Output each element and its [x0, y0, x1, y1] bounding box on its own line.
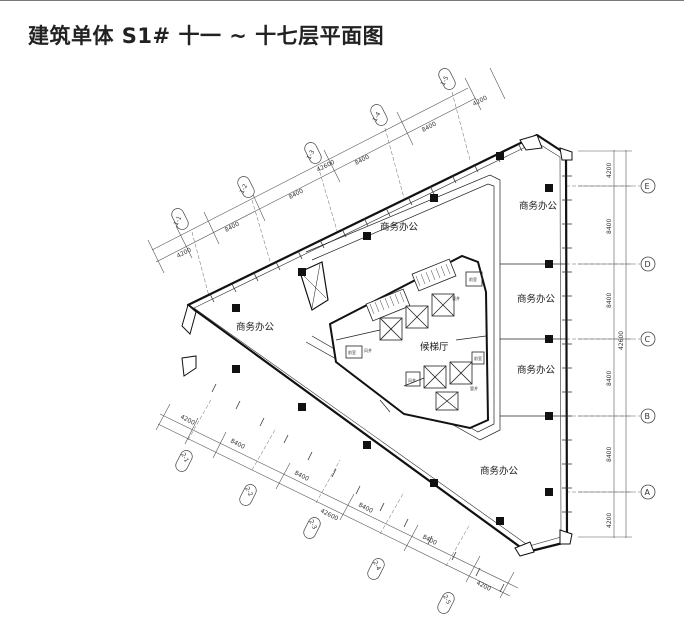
svg-text:8400: 8400 — [606, 447, 613, 462]
svg-text:8400: 8400 — [606, 219, 613, 234]
svg-text:8400: 8400 — [224, 221, 241, 234]
room-office-e1: 商务办公 — [519, 200, 558, 212]
svg-text:42600: 42600 — [319, 508, 339, 523]
room-office-west: 商务办公 — [236, 321, 275, 333]
svg-text:8400: 8400 — [293, 470, 310, 483]
svg-text:A: A — [645, 488, 651, 497]
south-axis-labels: 2-1 2-2 2-3 2-4 2-5 — [179, 452, 452, 606]
svg-text:D: D — [645, 260, 651, 269]
south-dimension-chain — [155, 403, 519, 599]
svg-text:8400: 8400 — [421, 121, 438, 134]
svg-text:C: C — [645, 335, 651, 344]
east-axis-bubbles — [640, 178, 656, 500]
svg-text:4200: 4200 — [606, 163, 613, 178]
svg-text:1-3: 1-3 — [306, 149, 317, 161]
stair-treads — [369, 263, 451, 315]
elevator-shafts-lower — [423, 361, 473, 411]
svg-text:2-3: 2-3 — [307, 519, 318, 531]
south-axis-lines — [187, 397, 471, 567]
svg-text:2-1: 2-1 — [179, 452, 190, 464]
room-office-north: 商务办公 — [380, 221, 419, 233]
svg-text:前室: 前室 — [348, 349, 356, 355]
svg-text:风井: 风井 — [408, 377, 416, 383]
east-dimension-texts: 4200 8400 8400 8400 8400 4200 42600 — [606, 163, 625, 528]
south-axis-bubbles — [175, 450, 455, 614]
svg-text:2-5: 2-5 — [441, 594, 452, 606]
north-axis-labels: 1-1 1-2 1-3 1-4 1-5 — [173, 75, 451, 227]
room-office-e2: 商务办公 — [517, 293, 556, 305]
room-office-south: 商务办公 — [480, 465, 519, 477]
elevator-shafts-upper — [379, 293, 455, 341]
north-axis-lines — [191, 91, 471, 301]
svg-text:8400: 8400 — [606, 371, 613, 386]
east-axis-labels: E D C B A — [645, 182, 651, 497]
core: 前室 前室 前室 风井 风井 管井 管井 — [328, 254, 490, 430]
svg-text:4200: 4200 — [606, 513, 613, 528]
svg-text:1-1: 1-1 — [173, 215, 184, 227]
facade-mullions — [209, 142, 572, 593]
core-tags: 前室 前室 前室 风井 风井 管井 管井 — [348, 276, 482, 391]
room-labels: 商务办公 商务办公 商务办公 商务办公 商务办公 商务办公 候梯厅 — [236, 200, 558, 477]
svg-text:1-5: 1-5 — [440, 75, 451, 87]
north-dimension-chain — [147, 67, 506, 274]
svg-text:8400: 8400 — [357, 502, 374, 515]
svg-text:4200: 4200 — [176, 247, 193, 260]
core-partitions — [335, 271, 487, 387]
structural-columns — [232, 152, 553, 525]
page-title: 建筑单体 S1# 十一 ~ 十七层平面图 — [28, 24, 385, 48]
shaft-upper-left — [299, 261, 329, 311]
room-office-e3: 商务办公 — [517, 364, 556, 376]
svg-text:2-2: 2-2 — [243, 486, 254, 498]
svg-text:风井: 风井 — [364, 347, 372, 353]
svg-text:8400: 8400 — [606, 293, 613, 308]
svg-text:E: E — [645, 182, 650, 191]
svg-text:1-4: 1-4 — [372, 111, 383, 123]
svg-text:8400: 8400 — [288, 188, 305, 201]
svg-text:1-2: 1-2 — [239, 183, 250, 195]
svg-text:管井: 管井 — [470, 385, 478, 391]
north-axis-bubbles — [171, 68, 456, 230]
svg-text:4200: 4200 — [475, 580, 492, 593]
svg-text:42600: 42600 — [618, 331, 625, 350]
svg-text:前室: 前室 — [469, 276, 477, 282]
svg-text:2-4: 2-4 — [371, 560, 382, 572]
top-rule — [0, 0, 684, 1]
svg-text:前室: 前室 — [474, 355, 482, 361]
room-elevator-lobby: 候梯厅 — [420, 341, 449, 353]
svg-text:管井: 管井 — [452, 295, 460, 301]
svg-text:8400: 8400 — [354, 154, 371, 167]
svg-text:B: B — [645, 412, 651, 421]
